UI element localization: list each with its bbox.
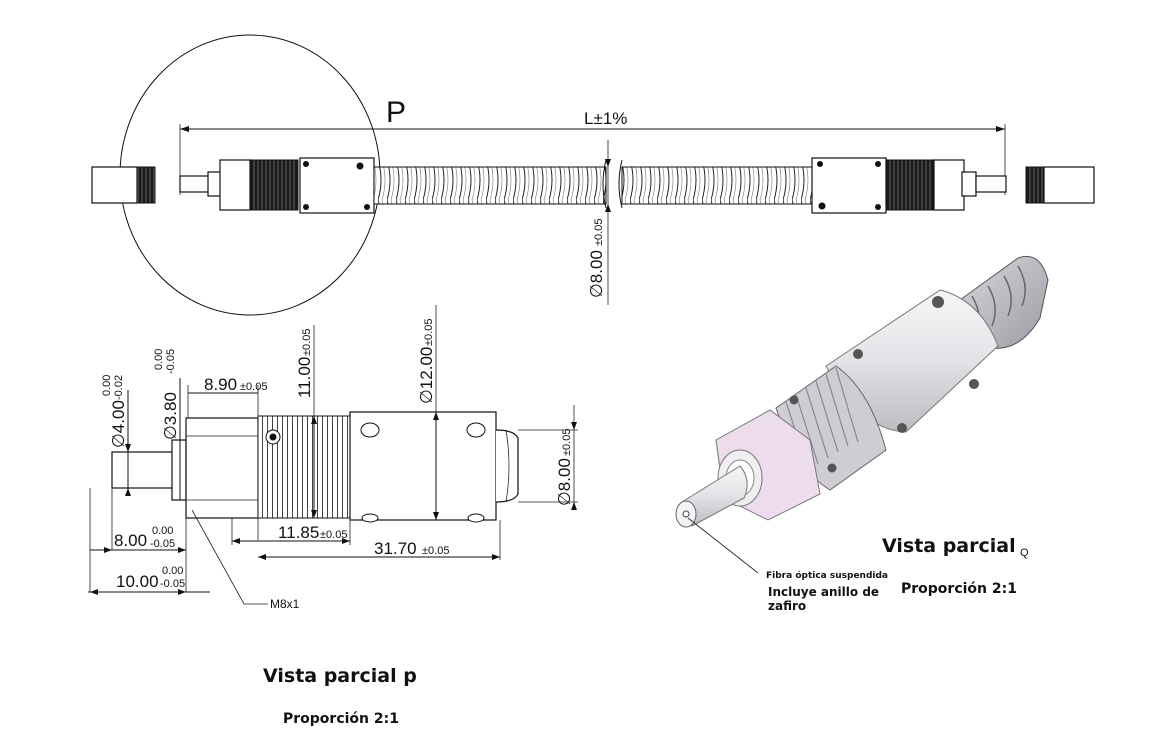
- overview-assembly: P L±1% ∅8.00 ±0.05: [91, 34, 1095, 316]
- length-label: L±1%: [584, 109, 627, 128]
- svg-text:-0.05: -0.05: [160, 578, 185, 590]
- render-ferrule: [681, 465, 748, 527]
- fiber-callout: Fibra óptica suspendida: [766, 570, 888, 581]
- svg-text:11.85: 11.85: [278, 523, 319, 542]
- hose-right: [621, 166, 813, 205]
- svg-text:M8x1: M8x1: [270, 597, 300, 611]
- detail-p-scale: Proporción 2:1: [283, 711, 399, 727]
- detail-letter: P: [386, 96, 406, 129]
- left-nut: [219, 159, 251, 211]
- left-knurl: [249, 159, 299, 211]
- sapphire-note-line1: Incluye anillo de: [768, 585, 879, 599]
- detail-q-scale: Proporción 2:1: [901, 581, 1017, 597]
- svg-text:±0.05: ±0.05: [593, 219, 605, 246]
- svg-text:-0.05: -0.05: [165, 349, 177, 374]
- overview-hose-diameter: ∅8.00: [587, 250, 606, 298]
- right-nut: [933, 159, 965, 211]
- right-dust-cap: [1043, 166, 1095, 204]
- svg-text:11.00: 11.00: [295, 357, 314, 398]
- svg-text:0.00: 0.00: [152, 525, 173, 537]
- right-knurl: [885, 159, 935, 211]
- detail-p-drawing: 8.90 ±0.05 11.85 ±0.05 31.70 ±0.05 8.00 …: [88, 305, 578, 611]
- left-dust-cap: [91, 166, 138, 204]
- svg-text:±0.05: ±0.05: [423, 319, 435, 346]
- svg-text:0.00: 0.00: [162, 565, 183, 577]
- svg-text:31.70: 31.70: [374, 539, 417, 558]
- svg-text:∅3.80: ∅3.80: [161, 392, 180, 440]
- svg-text:±0.05: ±0.05: [561, 429, 573, 456]
- sapphire-note-line2: zafiro: [768, 599, 806, 613]
- svg-text:±0.05: ±0.05: [301, 329, 313, 356]
- svg-text:∅4.00: ∅4.00: [109, 400, 128, 448]
- svg-text:∅8.00: ∅8.00: [555, 458, 574, 506]
- svg-text:-0.05: -0.05: [150, 538, 175, 550]
- svg-text:-0.02: -0.02: [113, 375, 125, 400]
- detail-knurl: [257, 415, 351, 519]
- svg-text:0.00: 0.00: [101, 375, 113, 396]
- svg-text:10.00: 10.00: [116, 572, 159, 591]
- detail-p-title: Vista parcial p: [263, 665, 417, 687]
- svg-text:8.90: 8.90: [204, 375, 237, 394]
- detail-q-suffix: Q: [1020, 547, 1029, 559]
- detail-tip: [111, 451, 181, 489]
- detail-q-render: [675, 255, 1049, 574]
- svg-text:±0.05: ±0.05: [422, 545, 449, 557]
- svg-text:8.00: 8.00: [114, 531, 147, 550]
- svg-text:∅12.00: ∅12.00: [417, 347, 436, 404]
- hose-left: [373, 166, 607, 205]
- detail-nut: [185, 417, 259, 519]
- svg-text:±0.05: ±0.05: [320, 529, 347, 541]
- svg-text:0.00: 0.00: [153, 349, 165, 370]
- detail-q-title: Vista parcial: [882, 535, 1016, 557]
- svg-text:±0.05: ±0.05: [240, 381, 267, 393]
